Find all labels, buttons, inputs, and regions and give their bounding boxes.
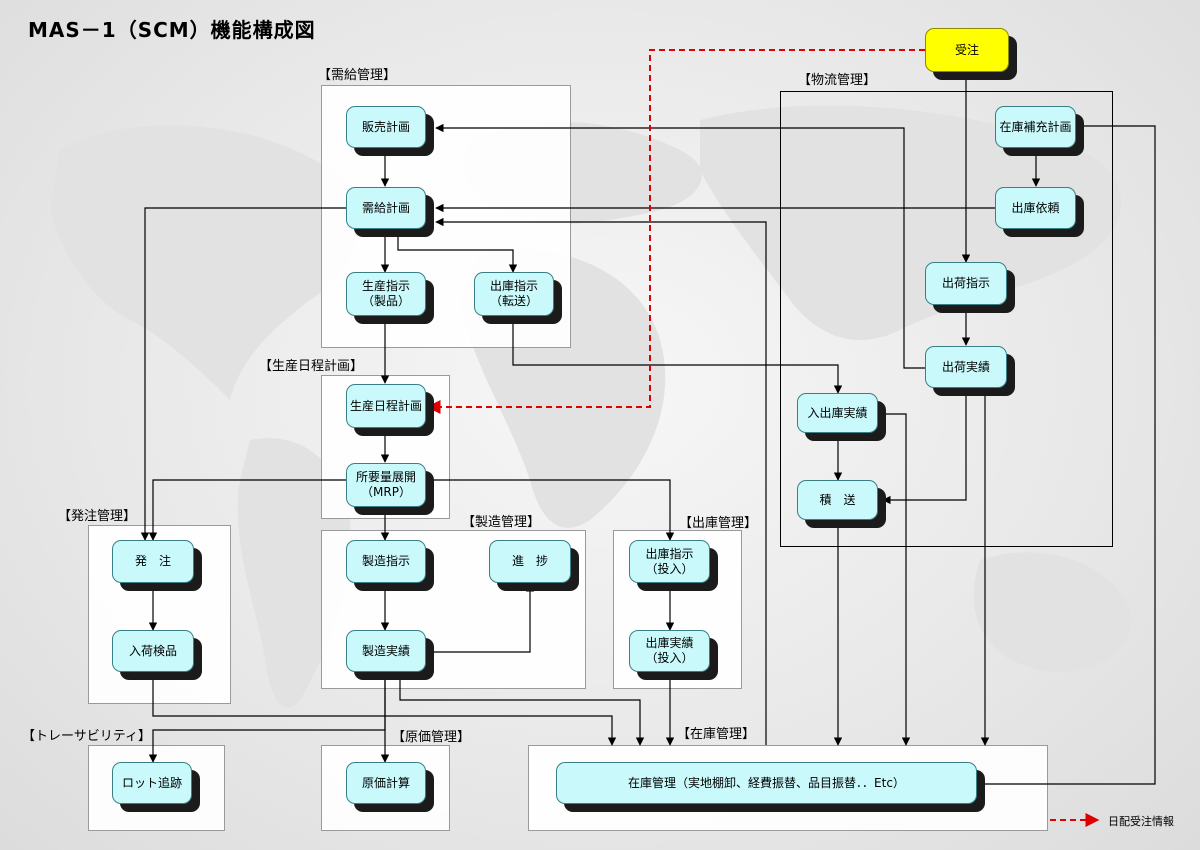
edge-mfg-result-to-trace — [148, 672, 386, 763]
node-supply-plan[interactable]: 需給計画 — [346, 187, 426, 229]
edge-issue-transfer-to-inout — [512, 316, 843, 394]
section-label-shipping: 【出庫管理】 — [679, 516, 758, 531]
section-label-inventory: 【在庫管理】 — [677, 727, 756, 742]
node-schedule-plan[interactable]: 生産日程計画 — [346, 384, 426, 428]
edge-supply-to-issue-transfer — [397, 237, 518, 273]
node-cost-calc[interactable]: 原価計算 — [346, 762, 426, 804]
node-progress[interactable]: 進 捗 — [489, 540, 571, 583]
edge-inventory-to-supply — [435, 217, 767, 745]
logistics-section — [780, 91, 1113, 547]
node-ship-order[interactable]: 出荷指示 — [925, 262, 1007, 305]
edge-mrp-to-purchase — [148, 479, 346, 541]
edge-mfg-result-to-inventory — [399, 672, 645, 746]
legend-label: 日配受注情報 — [1108, 815, 1174, 828]
node-lot-trace[interactable]: ロット追跡 — [112, 762, 192, 804]
node-mfg-result[interactable]: 製造実績 — [346, 630, 426, 672]
node-issue-result-input[interactable]: 出庫実績 （投入） — [629, 630, 710, 672]
node-mfg-order[interactable]: 製造指示 — [346, 540, 426, 583]
section-label-logistics: 【物流管理】 — [798, 73, 877, 88]
edge-ship-result-to-sales — [435, 123, 925, 369]
page-title: MAS－1（SCM）機能構成図 — [28, 18, 316, 42]
node-in-out-result[interactable]: 入出庫実績 — [797, 393, 878, 433]
edge-mrp-to-issue-input — [426, 479, 675, 541]
node-issue-input[interactable]: 出庫指示 （投入） — [629, 540, 710, 583]
edge-mfg-result-to-progress — [426, 583, 535, 653]
node-purchase-order[interactable]: 発 注 — [112, 540, 194, 583]
node-receiving[interactable]: 入荷検品 — [112, 630, 194, 672]
section-label-manufacturing: 【製造管理】 — [462, 515, 541, 530]
node-production-order[interactable]: 生産指示 （製品） — [346, 272, 426, 316]
node-stock-replenish[interactable]: 在庫補充計画 — [995, 106, 1076, 148]
edge-inout-to-inventory — [883, 413, 911, 746]
section-label-schedule: 【生産日程計画】 — [259, 359, 364, 374]
edge-receiving-to-inventory — [152, 672, 617, 746]
section-label-costing: 【原価管理】 — [392, 730, 471, 745]
edge-ship-result-to-loading — [882, 388, 967, 505]
node-inventory-mgmt[interactable]: 在庫管理（実地棚卸、経費振替、品目振替．．Etc） — [556, 762, 977, 804]
edge-order-info-to-schedule — [426, 49, 925, 414]
node-issue-request[interactable]: 出庫依頼 — [995, 187, 1076, 229]
node-sales-plan[interactable]: 販売計画 — [346, 106, 426, 148]
edge-supply-to-purchase — [140, 207, 346, 541]
section-label-traceability: 【トレーサビリティ】 — [22, 729, 151, 744]
section-label-demand: 【需給管理】 — [318, 68, 397, 83]
edge-inventory-to-replenish — [977, 121, 1156, 785]
node-issue-transfer[interactable]: 出庫指示 （転送） — [474, 272, 554, 316]
node-mrp[interactable]: 所要量展開 （MRP） — [346, 463, 426, 507]
node-ship-result[interactable]: 出荷実績 — [925, 346, 1007, 388]
section-label-purchase: 【発注管理】 — [58, 509, 137, 524]
node-loading[interactable]: 積 送 — [797, 480, 878, 520]
node-order[interactable]: 受注 — [925, 28, 1009, 72]
